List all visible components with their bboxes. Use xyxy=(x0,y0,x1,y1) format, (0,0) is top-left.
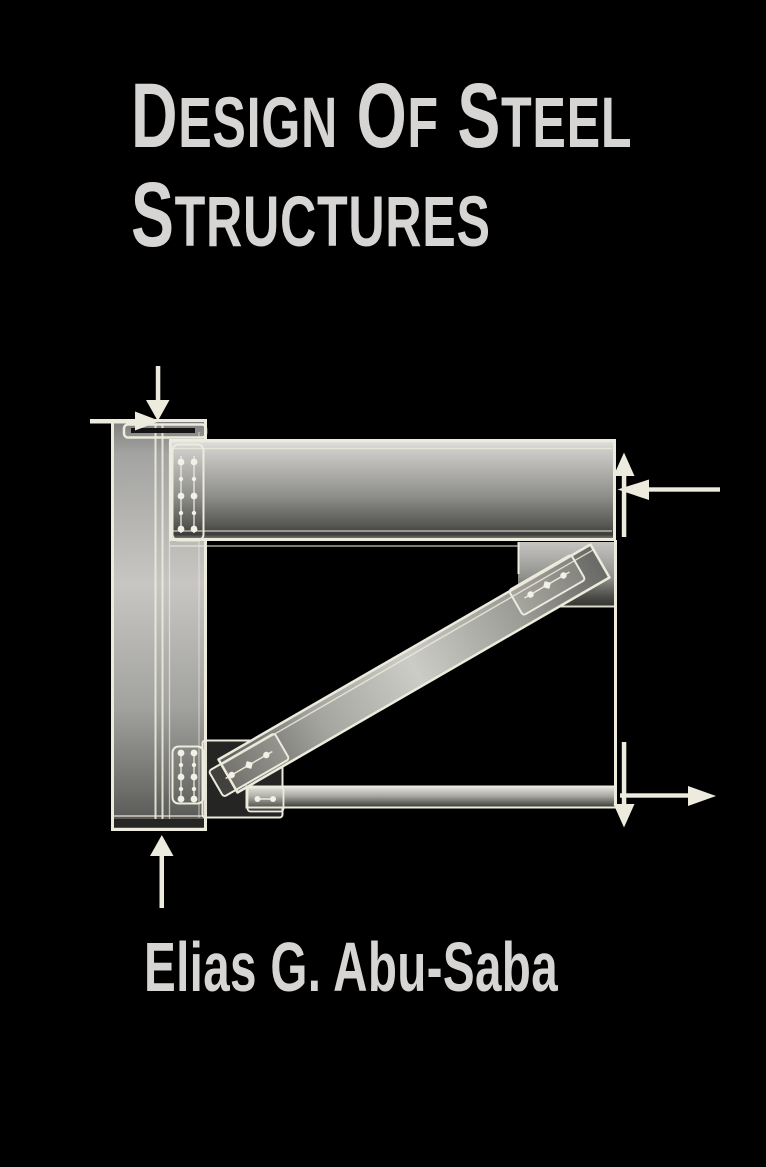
brace-top-splice-plate xyxy=(508,554,586,616)
bottom-tie xyxy=(245,785,617,809)
up-arrow-beam-right xyxy=(613,452,635,537)
brace-bottom-splice-plate xyxy=(208,733,290,797)
base-connection-bolts xyxy=(171,745,205,805)
right-arrow-column-top xyxy=(90,411,160,431)
title-line-2: STRUCTURES xyxy=(131,164,491,266)
column-cap-plate xyxy=(122,423,208,439)
title-line-1: DESIGN OF STEEL xyxy=(131,65,633,167)
down-arrow-tie-right xyxy=(613,742,635,828)
up-arrow-column-bottom xyxy=(150,835,174,908)
column-cap-slot xyxy=(131,428,195,433)
column-base-shadow xyxy=(114,819,204,827)
left-arrow-beam-right xyxy=(617,479,720,500)
author-name: Elias G. Abu-Saba xyxy=(144,928,559,1006)
diagonal-brace xyxy=(217,543,611,794)
right-arrow-tie-right xyxy=(620,786,716,806)
beam-connection-bolts xyxy=(171,443,205,542)
beam xyxy=(169,439,616,547)
book-title: DESIGN OF STEEL STRUCTURES xyxy=(131,70,632,268)
down-arrow-column-top xyxy=(146,366,170,421)
load-arrows xyxy=(90,366,720,908)
tie-end-plate xyxy=(246,786,285,813)
